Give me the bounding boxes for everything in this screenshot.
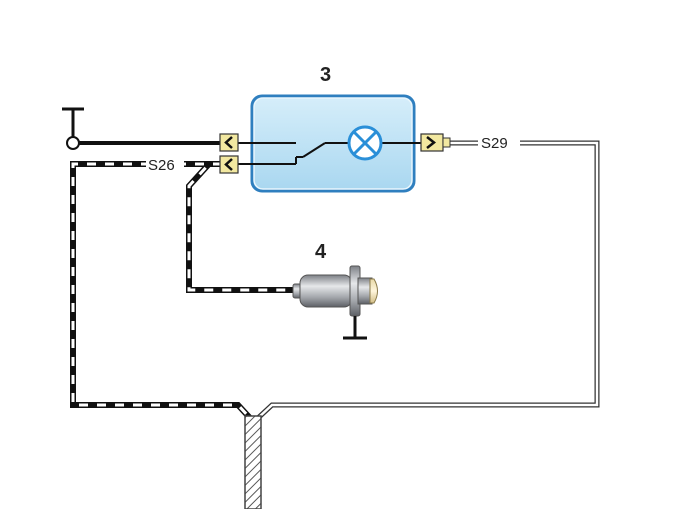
lamp-icon: [347, 125, 383, 161]
wire-sensor: [186, 161, 296, 293]
wire-label-s26: S26: [148, 157, 175, 174]
harness-trunk: [244, 415, 262, 509]
sensor-number-label: 4: [315, 241, 327, 263]
connector-left-top: [219, 133, 239, 152]
unit-number-label: 3: [320, 64, 331, 86]
connector-left-bottom: [219, 155, 239, 174]
unit-3-box: [236, 94, 422, 193]
wire-s29: [256, 140, 600, 420]
wire-s26-loop: [70, 161, 253, 421]
connector-right: [420, 133, 451, 152]
sensor-4: [292, 265, 378, 340]
wire-label-s29: S29: [481, 135, 508, 152]
